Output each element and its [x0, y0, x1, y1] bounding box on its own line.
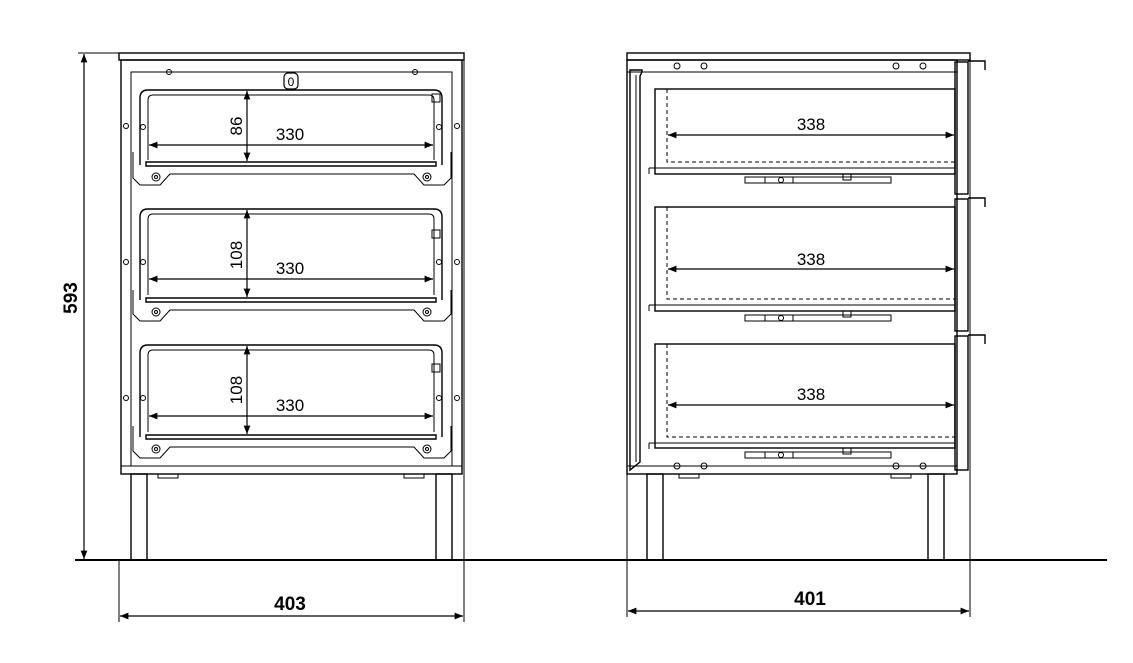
side-body	[626, 59, 958, 475]
front-body	[120, 59, 463, 475]
front-view: 0 86 330	[61, 52, 465, 622]
side-drawer-3-length-label: 338	[797, 385, 825, 404]
side-drawer-1-length-label: 338	[797, 115, 825, 134]
drawer-2-width-label: 330	[276, 259, 304, 278]
side-top-plate	[626, 52, 971, 61]
side-drawer-2: 338	[648, 206, 956, 322]
overall-width-label: 403	[274, 594, 306, 615]
drawer-3-depth-label: 108	[227, 376, 246, 404]
handle-2	[968, 197, 986, 207]
front-drawer-2: 108 330	[132, 208, 452, 322]
front-leg-left	[130, 473, 148, 561]
side-drawer-2-length-label: 338	[797, 250, 825, 269]
drawer-3-width-label: 330	[276, 396, 304, 415]
lock-label: 0	[288, 75, 295, 89]
side-leg-left	[646, 473, 664, 561]
lock-icon	[283, 72, 299, 90]
front-leg-right	[435, 473, 453, 561]
drawer-1-depth-label: 86	[227, 117, 246, 136]
overall-depth-label: 401	[794, 589, 826, 610]
overall-height-label: 593	[61, 282, 82, 314]
drawer-2-depth-label: 108	[227, 241, 246, 269]
side-view: 338 338 338	[626, 52, 986, 617]
side-drawer-3: 338	[648, 343, 956, 459]
side-drawer-1: 338	[648, 88, 956, 184]
side-leg-right	[927, 473, 945, 561]
drawer-1-width-label: 330	[276, 125, 304, 144]
handle-3	[968, 334, 986, 344]
front-top-plate	[118, 52, 465, 61]
handle-1	[968, 60, 986, 70]
front-drawer-1: 86 330	[132, 89, 452, 186]
front-drawer-3: 108 330	[132, 344, 452, 459]
